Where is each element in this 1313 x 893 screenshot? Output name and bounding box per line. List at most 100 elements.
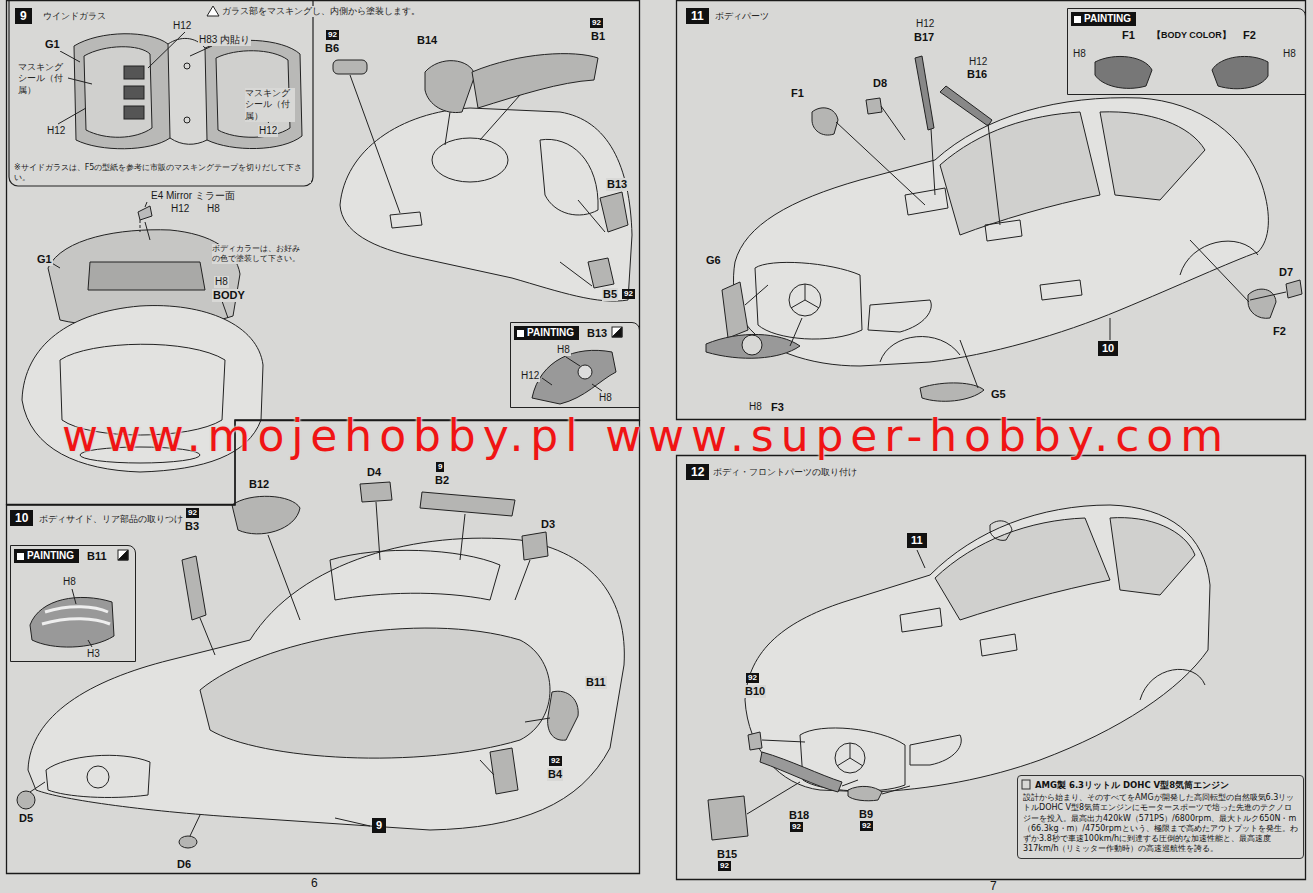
step-number: 11 xyxy=(686,8,709,24)
part-number: F2 xyxy=(1272,325,1287,338)
sprue-number: 92 xyxy=(746,673,759,683)
part-number: B11 xyxy=(87,550,107,563)
paint-code: E4 Mirror ミラー面 xyxy=(150,190,236,202)
part-number: D3 xyxy=(540,518,556,531)
painting-header: PAINTING xyxy=(514,326,579,340)
painting-label: PAINTING xyxy=(1084,13,1131,25)
paint-code: H8 xyxy=(206,203,221,215)
sprue-number: 92 xyxy=(549,756,562,766)
step-number: 9 xyxy=(15,8,32,24)
part-number: B14 xyxy=(416,34,438,47)
paint-code: H12 xyxy=(170,203,190,215)
painting-box: PAINTING B13 xyxy=(510,322,640,408)
part-number: B17 xyxy=(913,31,935,44)
panel-outline xyxy=(676,0,1306,420)
painting-box: PAINTING xyxy=(1067,8,1306,95)
painting-header-row: PAINTING B11 xyxy=(14,549,132,563)
note-heading: AMG製 6.3リットル DOHC V型8気筒エンジン xyxy=(1035,780,1298,791)
header-square xyxy=(17,553,24,560)
part-number: B13 xyxy=(606,178,628,191)
step-reference: 9 xyxy=(372,818,386,833)
part-number: B6 xyxy=(324,42,340,55)
step-title: ウインドガラス xyxy=(42,11,107,21)
note-text: ガラス部をマスキングし、内側から塗装します。 xyxy=(222,6,492,17)
paint-code: H8 xyxy=(1282,48,1297,60)
step-number: 10 xyxy=(10,510,33,526)
painting-box: PAINTING B11 xyxy=(10,545,136,662)
page-number: 7 xyxy=(990,880,997,893)
paint-note: 【BODY COLOR】 xyxy=(1152,30,1231,41)
part-number: B12 xyxy=(248,478,270,491)
part-number: F3 xyxy=(770,401,785,414)
part-number: F1 xyxy=(1121,29,1136,42)
panel-border xyxy=(7,421,640,874)
part-number: B10 xyxy=(744,685,766,698)
part-number: G1 xyxy=(36,253,53,266)
sprue-number: 92 xyxy=(718,861,731,871)
part-number: F2 xyxy=(1242,29,1257,42)
part-number: B16 xyxy=(966,68,988,81)
part-number: B18 xyxy=(788,809,810,822)
paint-code: H8 xyxy=(598,392,613,404)
step-title: ボディパーツ xyxy=(714,11,770,21)
step-number: 12 xyxy=(686,464,709,480)
part-number: D8 xyxy=(872,77,888,90)
paint-code: H8 xyxy=(556,344,571,356)
panel-outline xyxy=(6,420,640,874)
paint-code: H12 xyxy=(915,18,935,30)
part-number: B2 xyxy=(434,474,450,487)
part-number: B4 xyxy=(547,768,563,781)
step-panel: 12ボディ・フロントパーツの取り付け AMG製 6.3リットル DOHC V型8気… xyxy=(676,455,1306,880)
note-text: マスキング シール（付属） xyxy=(18,62,68,96)
part-number: B9 xyxy=(858,808,874,821)
sprue-number: 92 xyxy=(860,821,873,831)
sprue-number: 92 xyxy=(186,508,199,518)
painting-header-row: PAINTING xyxy=(1071,12,1302,26)
painting-header: PAINTING xyxy=(14,549,79,563)
painting-header: PAINTING xyxy=(1071,12,1136,26)
part-number: B13 xyxy=(587,327,607,340)
step-title: ボディサイド、リア部品の取りつけ xyxy=(38,514,184,524)
sprue-number: 92 xyxy=(622,289,635,299)
paint-code: H8 xyxy=(1072,48,1087,60)
part-number: G5 xyxy=(990,388,1007,401)
step-panel: 10 ボディサイド、リア部品の取りつけ PAINTING B11 xyxy=(6,420,640,874)
sprue-number: 92 xyxy=(326,30,339,40)
painting-header-row: PAINTING B13 xyxy=(514,326,636,340)
paint-code: H8 xyxy=(62,576,77,588)
part-number: D7 xyxy=(1278,266,1294,279)
note-box: AMG製 6.3リットル DOHC V型8気筒エンジン設計から始まり、そのすべて… xyxy=(1017,775,1304,859)
part-number: B3 xyxy=(184,520,200,533)
paint-code: H8 xyxy=(748,401,763,413)
part-number: B5 xyxy=(602,288,618,301)
painting-label: PAINTING xyxy=(27,550,74,562)
part-number: G1 xyxy=(44,38,61,51)
note-text: ※サイドガラスは、F5の型紙を参考に市販のマスキングテープを切りだして下さい。 xyxy=(14,163,311,183)
header-square xyxy=(517,330,524,337)
sprue-number: 92 xyxy=(590,18,603,28)
step-title: ボディ・フロントパーツの取り付け xyxy=(712,467,858,477)
page-number: 6 xyxy=(311,877,318,890)
step-reference: 11 xyxy=(907,533,927,548)
paint-code: H12 xyxy=(46,125,66,137)
paint-code: H12 xyxy=(258,125,278,137)
step-panel: 11 ボディパーツ PAINTING xyxy=(676,0,1306,420)
painting-label: PAINTING xyxy=(527,327,574,339)
part-number: B1 xyxy=(590,30,606,43)
note-body: 設計から始まり、そのすべてをAMGが開発した高回転型の自然吸気6.3リットルDO… xyxy=(1023,793,1298,854)
part-number: B11 xyxy=(585,676,607,689)
paint-code: H12 xyxy=(520,370,540,382)
note-text: マスキング シール（付属） xyxy=(245,88,295,122)
part-number: D4 xyxy=(366,466,382,479)
part-number: B15 xyxy=(716,848,738,861)
panel-border xyxy=(677,1,1306,420)
paint-code: H3 xyxy=(86,648,101,660)
watermark: www.mojehobby.pl www.super-hobby.com xyxy=(62,414,1230,458)
sprue-number: 9 xyxy=(436,462,444,472)
header-square xyxy=(1074,16,1081,23)
part-number: G6 xyxy=(705,254,722,267)
paint-code: H8 xyxy=(214,276,229,288)
part-number: BODY xyxy=(212,289,246,302)
part-number: D5 xyxy=(18,812,34,825)
